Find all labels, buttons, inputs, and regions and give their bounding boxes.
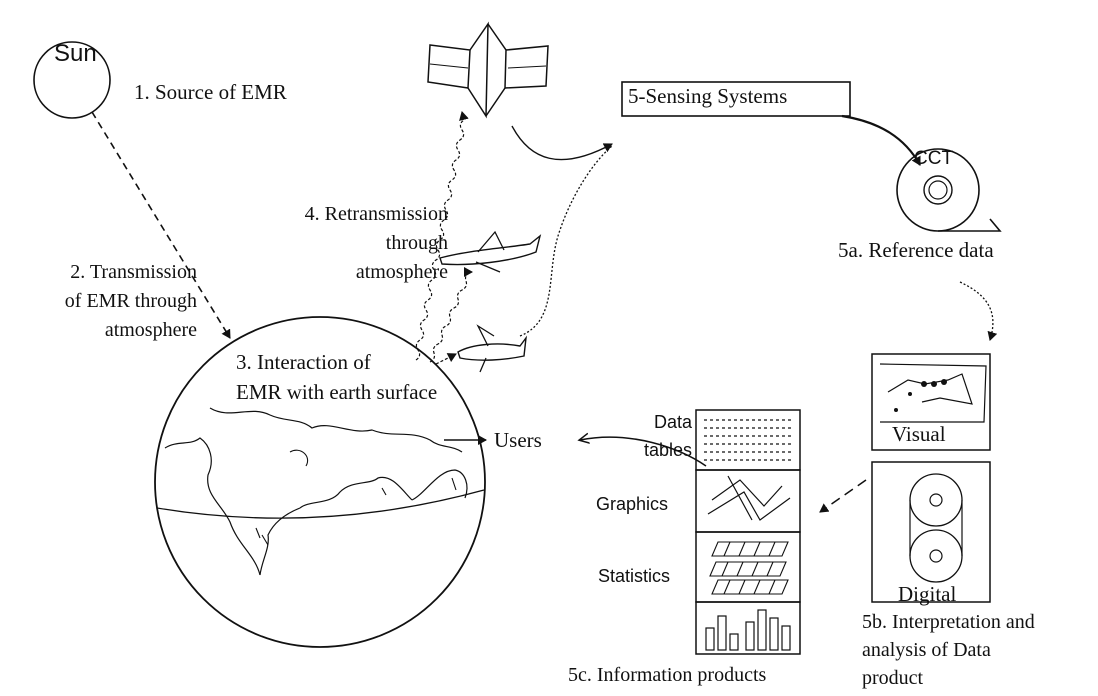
satellite-to-sensing-arrow (511, 125, 613, 161)
reference-to-visual-arrow (959, 281, 998, 341)
statistics-label: Statistics (598, 566, 671, 586)
retransmission-wave-to-airplane (429, 267, 473, 363)
step3-line-1: 3. Interaction of (236, 350, 371, 374)
sun-label: Sun (54, 40, 97, 67)
visual-label: Visual (892, 422, 946, 446)
cct-label: CCT (914, 148, 954, 169)
sensing-to-cct-arrow (841, 114, 921, 166)
step3-line-2: EMR with earth surface (236, 380, 438, 404)
visual-panel (871, 353, 991, 451)
step5b-line-1: 5b. Interpretation and (862, 611, 1035, 633)
graphics-label: Graphics (596, 494, 669, 514)
step3-label: 3. Interaction of EMR with earth surface (236, 347, 437, 407)
sun-to-earth-ray (91, 111, 231, 339)
analysis-to-products-arrow (819, 479, 867, 513)
digital-label: Digital (898, 582, 957, 606)
retransmission-wave-to-satellite (415, 111, 469, 361)
sensing-systems-label: 5-Sensing Systems (628, 84, 788, 108)
airplane-to-sensing-arrow (519, 145, 613, 337)
users-label: Users (494, 428, 542, 452)
retransmission-wave-to-lower-plane (435, 353, 457, 365)
step4-line-1: 4. Retransmission (304, 203, 448, 225)
data-tables-line-2: tables (643, 440, 692, 460)
products-to-users-arrow (580, 437, 707, 467)
step4-line-3: atmosphere (355, 261, 448, 283)
step5b-line-3: product (862, 667, 924, 689)
sensing-systems-box (621, 81, 851, 117)
step2-line-3: atmosphere (104, 319, 197, 341)
satellite-icon (427, 21, 549, 119)
step4-line-2: through (385, 232, 448, 254)
step5a-label: 5a. Reference data (838, 238, 994, 262)
airplane-lower-icon (457, 324, 527, 373)
step2-label: 2. Transmission of EMR through atmospher… (12, 258, 197, 345)
step1-label: 1. Source of EMR (134, 80, 287, 104)
step2-line-1: 2. Transmission (70, 261, 197, 283)
data-tables-line-1: Data (653, 412, 692, 432)
sun-icon (33, 41, 111, 119)
step5b-label: 5b. Interpretation and analysis of Data … (862, 608, 1035, 692)
step2-line-2: of EMR through (64, 290, 197, 312)
information-products-panel (695, 409, 801, 655)
step4-label: 4. Retransmission through atmosphere (246, 200, 448, 287)
cct-tape-reel-icon (896, 148, 1002, 232)
airplane-upper-icon (439, 230, 542, 273)
earth-globe-icon (154, 316, 486, 648)
data-tables-label: Data tables (600, 408, 692, 464)
digital-panel (871, 461, 991, 603)
step5b-line-2: analysis of Data (862, 639, 991, 661)
step5c-label: 5c. Information products (568, 664, 767, 686)
